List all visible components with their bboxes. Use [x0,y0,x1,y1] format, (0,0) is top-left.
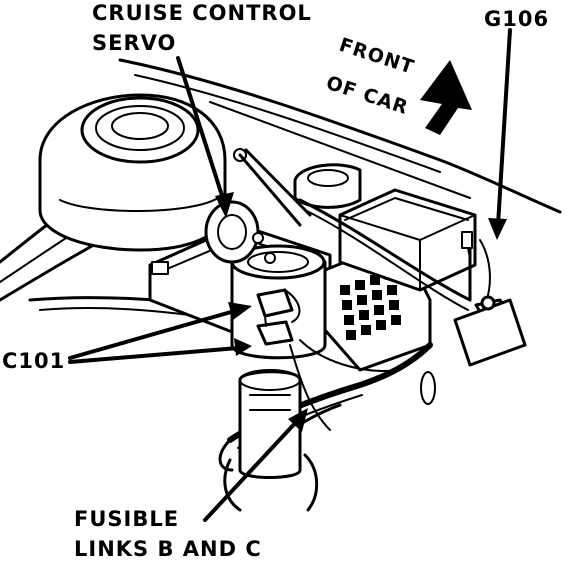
front-of-car-label-line2: OF CAR [323,72,411,119]
front-direction-arrow-icon [420,60,472,135]
servo-callout-arrow [176,56,227,207]
c101-callout-arrow-upper [68,308,240,360]
brace-hardware [233,148,312,244]
cruise-control-label-line2: SERVO [92,31,176,55]
c101-callout-arrowhead-upper [228,302,252,320]
fusible-callout-arrowhead [288,408,308,432]
ground-g106 [461,231,496,311]
vehicle-body [0,58,562,321]
cruise-control-label-line1: CRUISE CONTROL [92,1,312,25]
vacuum-reservoir [204,200,260,264]
strut-tower [38,93,227,252]
upper-reservoir [293,163,362,209]
g106-callout-arrowhead [488,218,507,240]
fusible-links-label-line1: FUSIBLE [74,507,179,531]
front-of-car-label-line1: FRONT [336,34,417,79]
ground-g106-label: G106 [484,7,549,31]
servo-callout-arrowhead [215,192,234,218]
fusible-callout-arrow [203,418,300,522]
g106-callout-arrow [496,28,512,227]
c101-callout-arrow-lower [68,346,240,364]
c101-connector [256,288,301,346]
engine-lower [223,369,319,512]
fusible-links-label-line2: LINKS B AND C [74,537,262,561]
c101-callout-arrowhead-lower [234,338,252,356]
module-box [338,188,477,292]
c101-label: C101 [2,349,65,373]
callout-arrows [68,28,512,522]
